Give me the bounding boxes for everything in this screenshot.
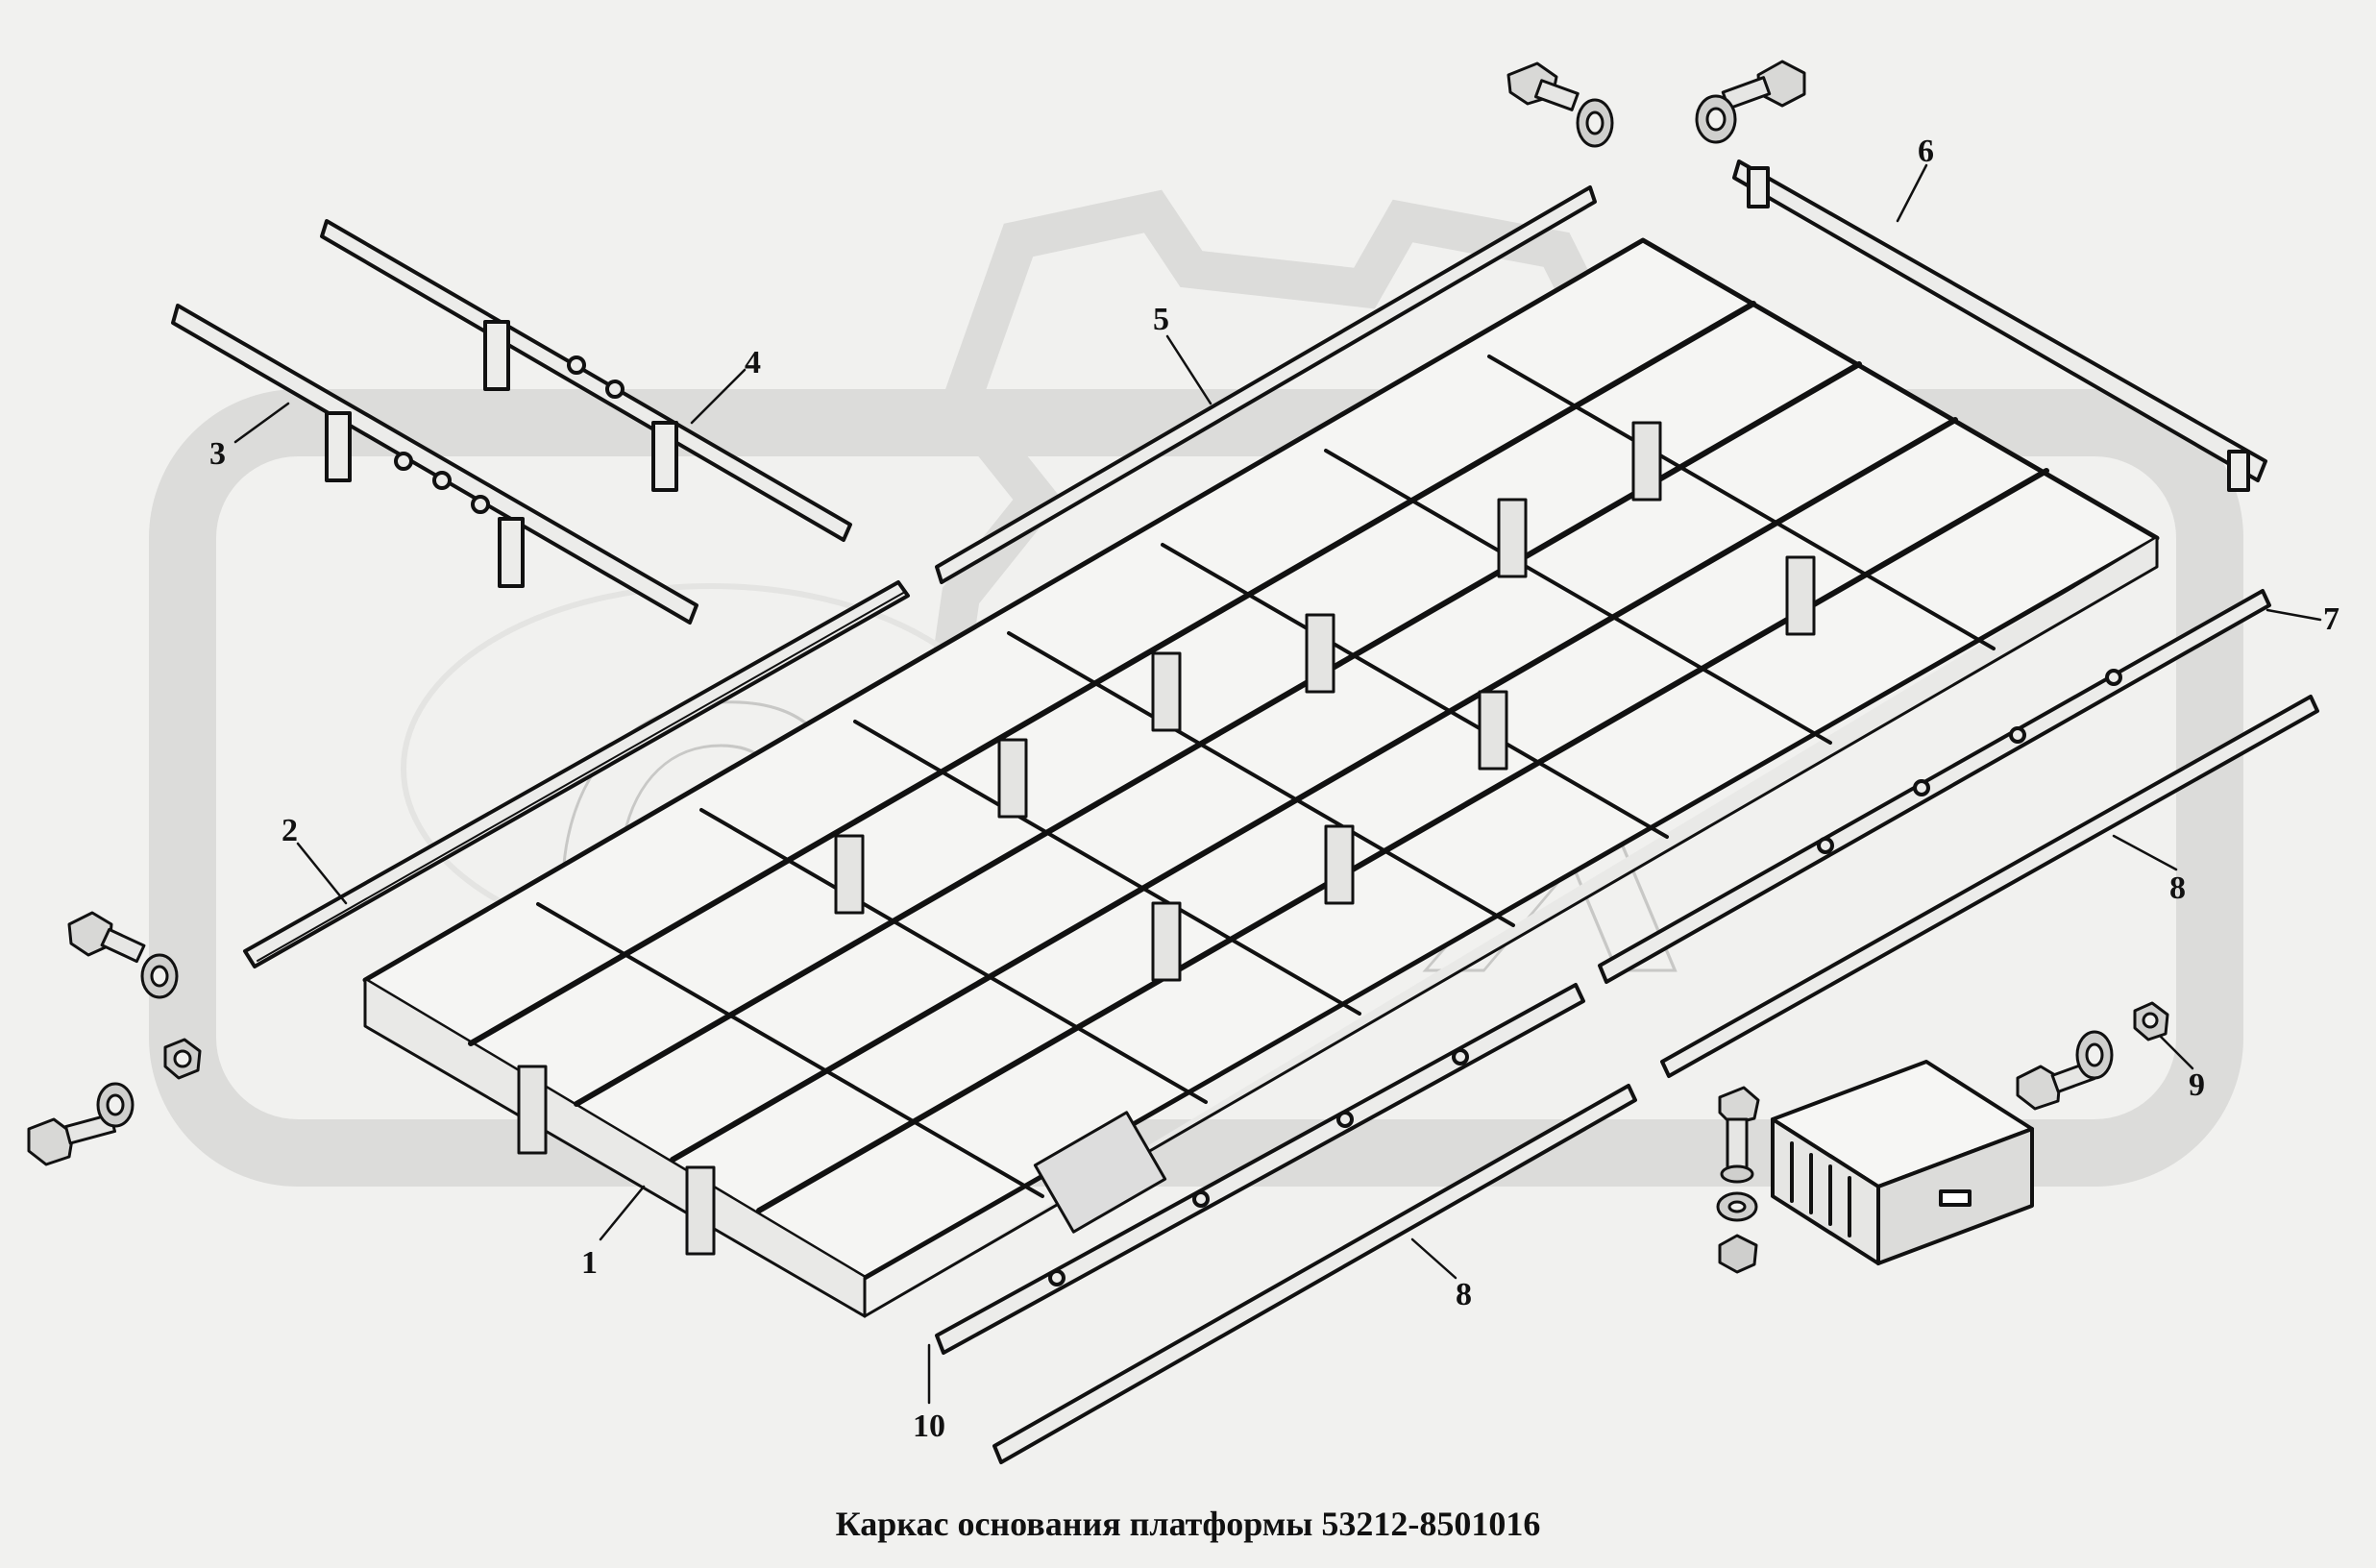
toolbox-under-frame: [1033, 1111, 1167, 1234]
diagram-caption: Каркас основания платформы 53212-8501016: [835, 1505, 1541, 1543]
cross-members: [536, 355, 1996, 1198]
beam-5: [935, 185, 1597, 584]
callout-5: 5: [1153, 302, 1169, 337]
beam-2: [243, 580, 910, 968]
callout-8-lower: 8: [1456, 1277, 1472, 1312]
callout-2: 2: [282, 813, 298, 848]
beam-7: [1598, 589, 2271, 984]
callout-9: 9: [2189, 1067, 2205, 1103]
beam-10: [935, 983, 1585, 1355]
bolt-center-stack: [1716, 1086, 1760, 1274]
toolbox: [1771, 1060, 2034, 1265]
rail-8-lower: [992, 1084, 1637, 1464]
leader-lines: [233, 163, 2322, 1405]
bolt-top-2: [1695, 60, 1806, 144]
callout-1: 1: [581, 1245, 598, 1281]
callout-3: 3: [209, 436, 226, 472]
callout-7: 7: [2323, 601, 2339, 637]
bolt-left-upper: [67, 911, 202, 1080]
bolt-top-1: [1506, 61, 1614, 148]
fasteners: [27, 60, 2169, 1274]
callout-6: 6: [1918, 134, 1934, 169]
beam-3: [171, 304, 698, 625]
callout-4: 4: [745, 345, 761, 380]
frame-brackets: [517, 421, 1816, 1256]
beam-4: [320, 219, 852, 542]
callout-10: 10: [913, 1409, 945, 1444]
bolt-left-lower: [27, 1082, 135, 1166]
rail-8-upper: [1660, 695, 2319, 1078]
callout-labels: 1 2 3 4 5 6 7 8 8 9 10: [209, 134, 2339, 1444]
beam-6: [1732, 159, 2267, 492]
main-frame: [362, 237, 2160, 1318]
callout-8-upper: 8: [2169, 870, 2186, 906]
bolt-right: [2016, 1001, 2169, 1111]
